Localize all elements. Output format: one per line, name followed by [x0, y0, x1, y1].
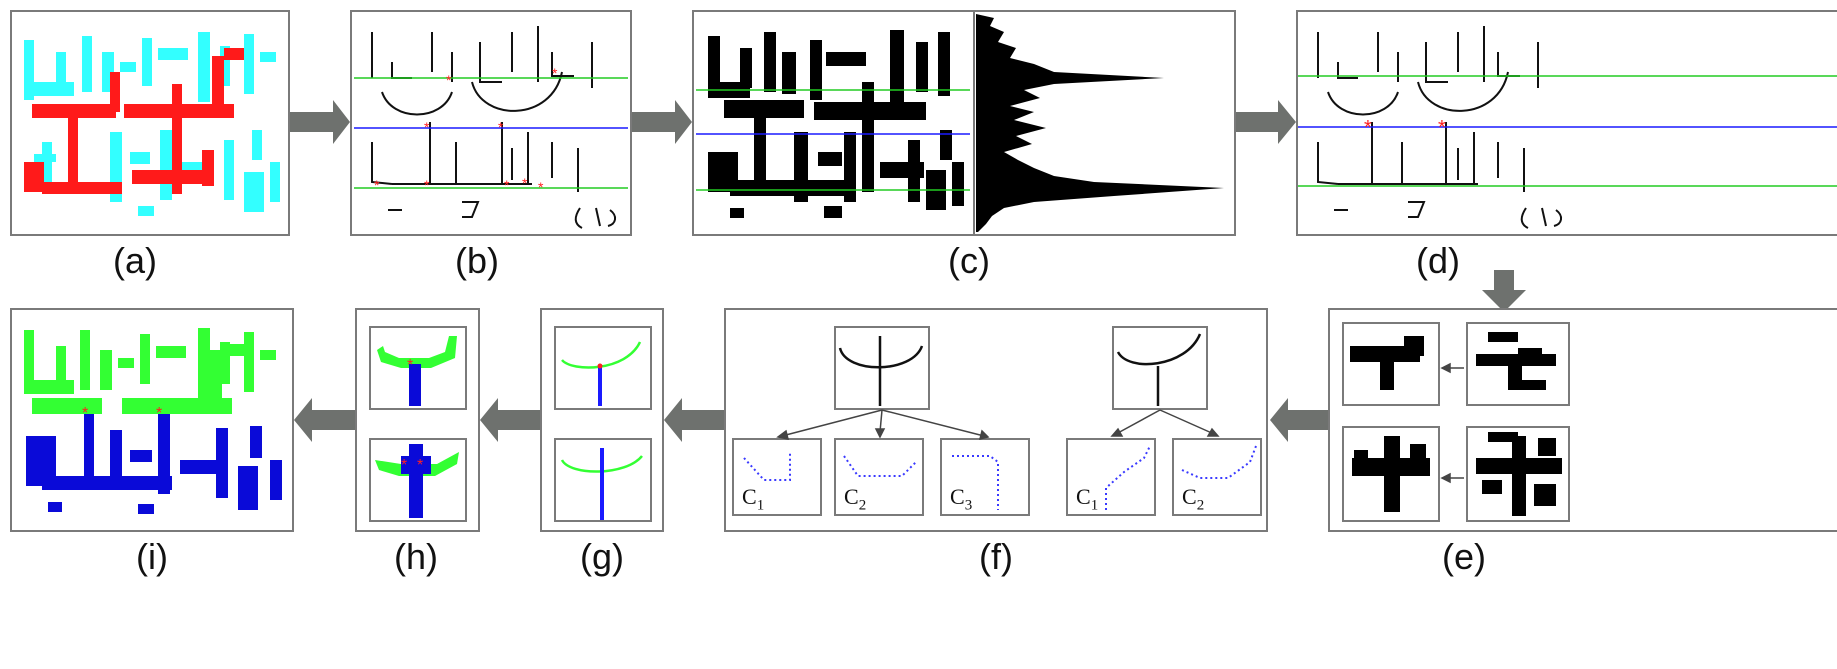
- binary-text: [708, 30, 964, 218]
- caption-c: (c): [948, 240, 990, 281]
- caption-d: (d): [1416, 240, 1460, 281]
- svg-text:*: *: [407, 357, 413, 374]
- panel-f: C1 C2 C3 C1 C2: [724, 308, 1268, 532]
- intersection-points: * * * * * * * * *: [374, 65, 558, 195]
- panel-i-image: **: [24, 328, 282, 514]
- arrow-a-to-b: [290, 100, 350, 144]
- skeleton-strokes: [1317, 26, 1562, 229]
- curve-label-c2-left: C2: [844, 484, 867, 514]
- f-curve-left-c3: C3: [940, 438, 1030, 516]
- overlapping-components: [24, 48, 244, 194]
- panel-e-result-top: [1342, 322, 1440, 406]
- f-right-source: [1112, 326, 1208, 410]
- f-curve-left-c2: C2: [834, 438, 924, 516]
- g-bottom: [554, 438, 652, 522]
- arrow-c-to-d: [1236, 100, 1296, 144]
- panel-b-image: * * * * * * * * *: [354, 26, 628, 229]
- panel-a: [10, 10, 290, 236]
- arrow-b-to-c: [632, 100, 692, 144]
- caption-e: (e): [1442, 536, 1486, 577]
- upper-line-result: [24, 328, 276, 414]
- svg-text:*: *: [417, 457, 423, 474]
- g-top: [554, 326, 652, 410]
- svg-text:*: *: [504, 177, 510, 193]
- panel-e-source-top: [1466, 322, 1570, 406]
- svg-text:*: *: [1438, 117, 1446, 139]
- panel-a-image: [24, 32, 280, 216]
- f-curve-right-c2: C2: [1172, 438, 1262, 516]
- f-left-source: [834, 326, 930, 410]
- lower-line-result: [26, 414, 282, 514]
- svg-text:*: *: [82, 405, 88, 422]
- f-curve-right-c1: C1: [1066, 438, 1156, 516]
- panel-e-arrows: [1440, 362, 1464, 484]
- curve-label-c1-left: C1: [742, 484, 765, 514]
- svg-text:*: *: [424, 177, 430, 193]
- panel-f-arrows: [776, 409, 1220, 441]
- panel-d: **: [1296, 10, 1837, 236]
- caption-f: (f): [979, 536, 1013, 577]
- caption-a: (a): [113, 240, 157, 281]
- panel-c-image: [696, 12, 1224, 234]
- intersection-points: **: [1364, 117, 1446, 139]
- panel-e-result-bottom: [1342, 426, 1440, 522]
- svg-text:*: *: [446, 72, 452, 88]
- caption-h: (h): [394, 536, 438, 577]
- h-top: *: [369, 326, 467, 410]
- panel-e: [1328, 308, 1837, 532]
- svg-text:*: *: [401, 457, 407, 474]
- h-bottom: * *: [369, 438, 467, 522]
- panel-b: * * * * * * * * *: [350, 10, 632, 236]
- curve-label-c1-right: C1: [1076, 484, 1099, 514]
- curve-label-c3-left: C3: [950, 484, 973, 514]
- svg-text:*: *: [538, 179, 544, 195]
- caption-i: (i): [136, 536, 168, 577]
- svg-text:*: *: [424, 119, 430, 135]
- panel-e-source-bottom: [1466, 426, 1570, 522]
- arrow-f-to-g: [664, 398, 724, 442]
- panel-g: [540, 308, 664, 532]
- svg-text:*: *: [522, 175, 528, 191]
- panel-h: * * *: [355, 308, 480, 532]
- curve-label-c2-right: C2: [1182, 484, 1205, 514]
- panel-c: [692, 10, 1236, 236]
- svg-text:*: *: [498, 119, 504, 135]
- caption-g: (g): [580, 536, 624, 577]
- svg-text:*: *: [374, 177, 380, 193]
- panel-d-image: **: [1298, 26, 1837, 229]
- panel-i: **: [10, 308, 294, 532]
- svg-text:*: *: [552, 65, 558, 81]
- horizontal-projection-profile: [976, 14, 1224, 232]
- split-points: **: [82, 405, 162, 422]
- f-curve-left-c1: C1: [732, 438, 822, 516]
- arrow-e-to-f: [1270, 398, 1328, 442]
- skeleton-strokes: [371, 26, 616, 229]
- arrow-g-to-h: [480, 398, 540, 442]
- svg-text:*: *: [156, 405, 162, 422]
- arrow-h-to-i: [294, 398, 355, 442]
- caption-b: (b): [455, 240, 499, 281]
- svg-text:*: *: [1364, 117, 1372, 139]
